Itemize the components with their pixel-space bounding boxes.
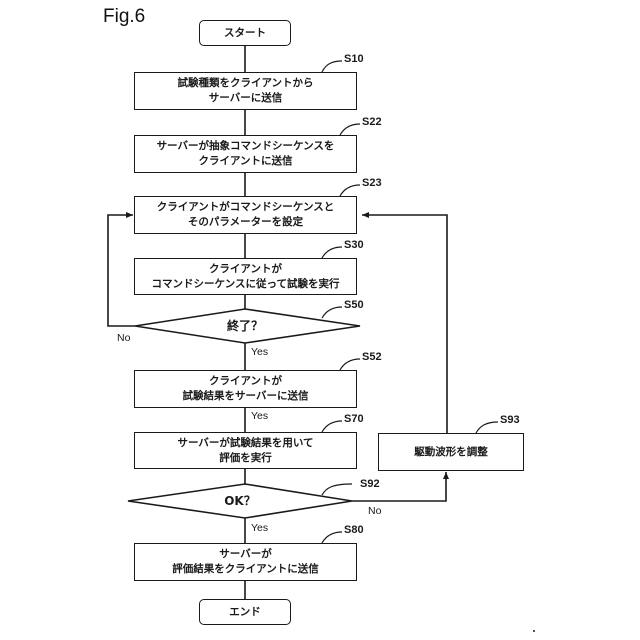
step-s70-box: サーバーが試験結果を用いて 評価を実行 xyxy=(134,432,357,469)
step-s23-label: S23 xyxy=(362,177,382,189)
edge-s93-s23 xyxy=(362,215,447,433)
leader-s93 xyxy=(476,422,498,433)
step-s10-box: 試験種類をクライアントから サーバーに送信 xyxy=(134,72,357,110)
decision-s92-yes-label: Yes xyxy=(251,522,268,534)
step-s93-box: 駆動波形を調整 xyxy=(378,433,524,471)
step-s22-label: S22 xyxy=(362,116,382,128)
decision-s92-label: S92 xyxy=(360,478,380,490)
decision-s50-label: S50 xyxy=(344,299,364,311)
decision-s50-yes-label: Yes xyxy=(251,346,268,358)
step-s70-label: S70 xyxy=(344,413,364,425)
leader-s10 xyxy=(322,61,342,72)
leader-s70 xyxy=(322,421,342,432)
edge-s50-no-loop xyxy=(108,215,135,326)
step-s52-box: クライアントが 試験結果をサーバーに送信 xyxy=(134,370,357,408)
edge-s52-s70-yes-label: Yes xyxy=(251,410,268,422)
step-s22-box: サーバーが抽象コマンドシーケンスを クライアントに送信 xyxy=(134,135,357,173)
decision-s92-no-label: No xyxy=(368,505,381,517)
leader-s23 xyxy=(340,185,360,196)
step-s93-label: S93 xyxy=(500,414,520,426)
leader-s52 xyxy=(340,359,360,370)
step-s30-box: クライアントが コマンドシーケンスに従って試験を実行 xyxy=(134,258,357,295)
leader-s50 xyxy=(322,307,342,318)
step-s80-box: サーバーが 評価結果をクライアントに送信 xyxy=(134,543,357,581)
scan-speck xyxy=(533,630,535,632)
decision-s50-no-label: No xyxy=(117,332,130,344)
end-terminal: エンド xyxy=(199,599,291,625)
leader-s80 xyxy=(322,532,342,543)
leader-s22 xyxy=(340,124,360,135)
step-s10-label: S10 xyxy=(344,53,364,65)
figure-title: Fig.6 xyxy=(103,6,145,28)
leader-s30 xyxy=(322,247,342,258)
step-s52-label: S52 xyxy=(362,351,382,363)
leader-s92 xyxy=(322,484,352,495)
decision-s92-text: OK？ xyxy=(210,492,270,509)
start-terminal: スタート xyxy=(199,20,291,46)
step-s23-box: クライアントがコマンドシーケンスと そのパラメーターを設定 xyxy=(134,196,357,234)
decision-s50-text: 終了？ xyxy=(215,317,275,334)
step-s80-label: S80 xyxy=(344,524,364,536)
step-s30-label: S30 xyxy=(344,239,364,251)
